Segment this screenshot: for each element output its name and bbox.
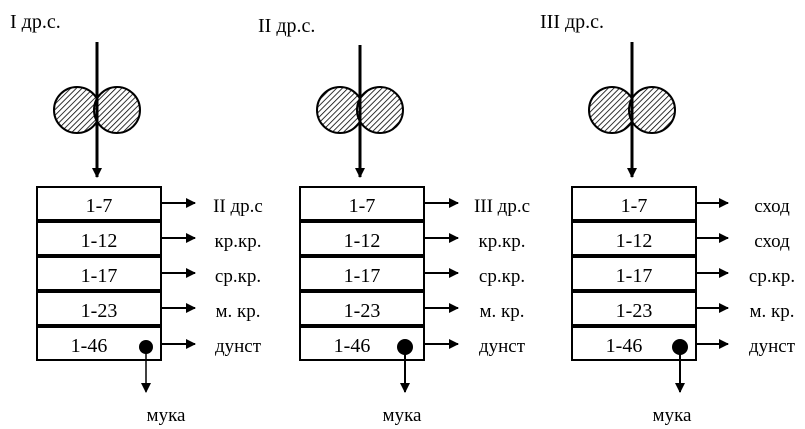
stage-2-title: II др.с. [258,15,315,37]
stage-2-sieve-2: 1-12 [344,230,381,252]
stage-1-bottom-label: мука [147,405,186,426]
stage-2-out-2: кр.кр. [479,231,526,252]
stage-3-sieve-1: 1-7 [621,195,648,217]
stage-1-out-1: II др.с [213,196,263,217]
stage-2-sieve-5: 1-46 [334,335,371,357]
stage-2-sieve-1: 1-7 [349,195,376,217]
stage-3-out-5: дунст [749,336,796,357]
stage-3-out-3: ср.кр. [749,266,795,287]
stage-2-bottom-label: мука [383,405,422,426]
stage-1-out-3: ср.кр. [215,266,261,287]
stage-1-sieve-4: 1-23 [81,300,118,322]
stage-3-bottom-label: мука [653,405,692,426]
stage-1-roll-right [93,86,141,134]
stage-2: II др.с. 1-7 1-12 1-17 1-23 1-46 III др.… [258,15,530,426]
stage-1-sieve-3: 1-17 [81,265,118,287]
stage-3-sieve-3: 1-17 [616,265,653,287]
stage-2-sieve-4: 1-23 [344,300,381,322]
stage-3-out-2: сход [754,231,790,252]
stage-2-roll-right [356,86,404,134]
stage-3-out-4: м. кр. [749,301,794,322]
stage-2-sieve-3: 1-17 [344,265,381,287]
stage-1-out-5: дунст [215,336,262,357]
stage-3-title: III др.с. [540,11,604,33]
stage-3-out-1: сход [754,196,790,217]
stage-2-out-3: ср.кр. [479,266,525,287]
stage-1-sieve-stack [36,186,162,361]
stage-3: III др.с. 1-7 1-12 1-17 1-23 1-46 сход с… [540,11,796,426]
stage-1-sieve-1: 1-7 [86,195,113,217]
stage-2-out-1: III др.с [474,196,530,217]
stage-3-sieve-5: 1-46 [606,335,643,357]
stage-1-out-2: кр.кр. [215,231,262,252]
stage-2-out-4: м. кр. [479,301,524,322]
stage-1: I др.с. 1-7 1-12 1-17 1-23 1-46 II др.с … [10,11,263,426]
stage-3-sieve-4: 1-23 [616,300,653,322]
stage-1-out-4: м. кр. [215,301,260,322]
stage-2-out-5: дунст [479,336,526,357]
stage-1-title: I др.с. [10,11,61,33]
stage-3-roll-right [628,86,676,134]
stage-1-sieve-2: 1-12 [81,230,118,252]
stage-1-sieve-5: 1-46 [71,335,108,357]
stage-3-sieve-2: 1-12 [616,230,653,252]
